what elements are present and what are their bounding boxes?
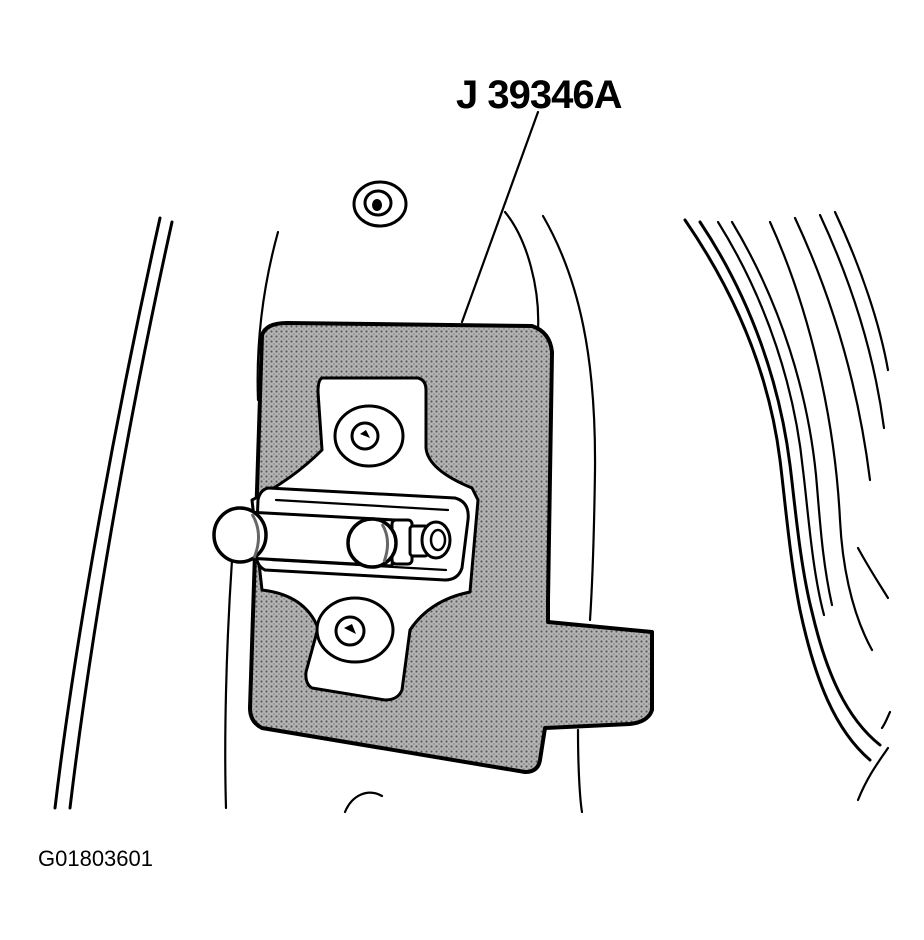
lower-screw-icon	[315, 596, 395, 664]
tool-number-label: J 39346A	[456, 73, 622, 117]
weatherstrip-lines	[683, 210, 892, 802]
callout-leader-line	[460, 110, 540, 324]
door-edge-lines	[53, 216, 280, 810]
figure-id-label: G01803601	[38, 846, 153, 871]
grommet-icon	[352, 180, 408, 228]
upper-screw-icon	[333, 404, 405, 468]
striker-alignment-tool-icon	[212, 321, 654, 774]
body-pillar-lines	[343, 210, 597, 814]
striker-bolt-icon	[212, 506, 452, 569]
